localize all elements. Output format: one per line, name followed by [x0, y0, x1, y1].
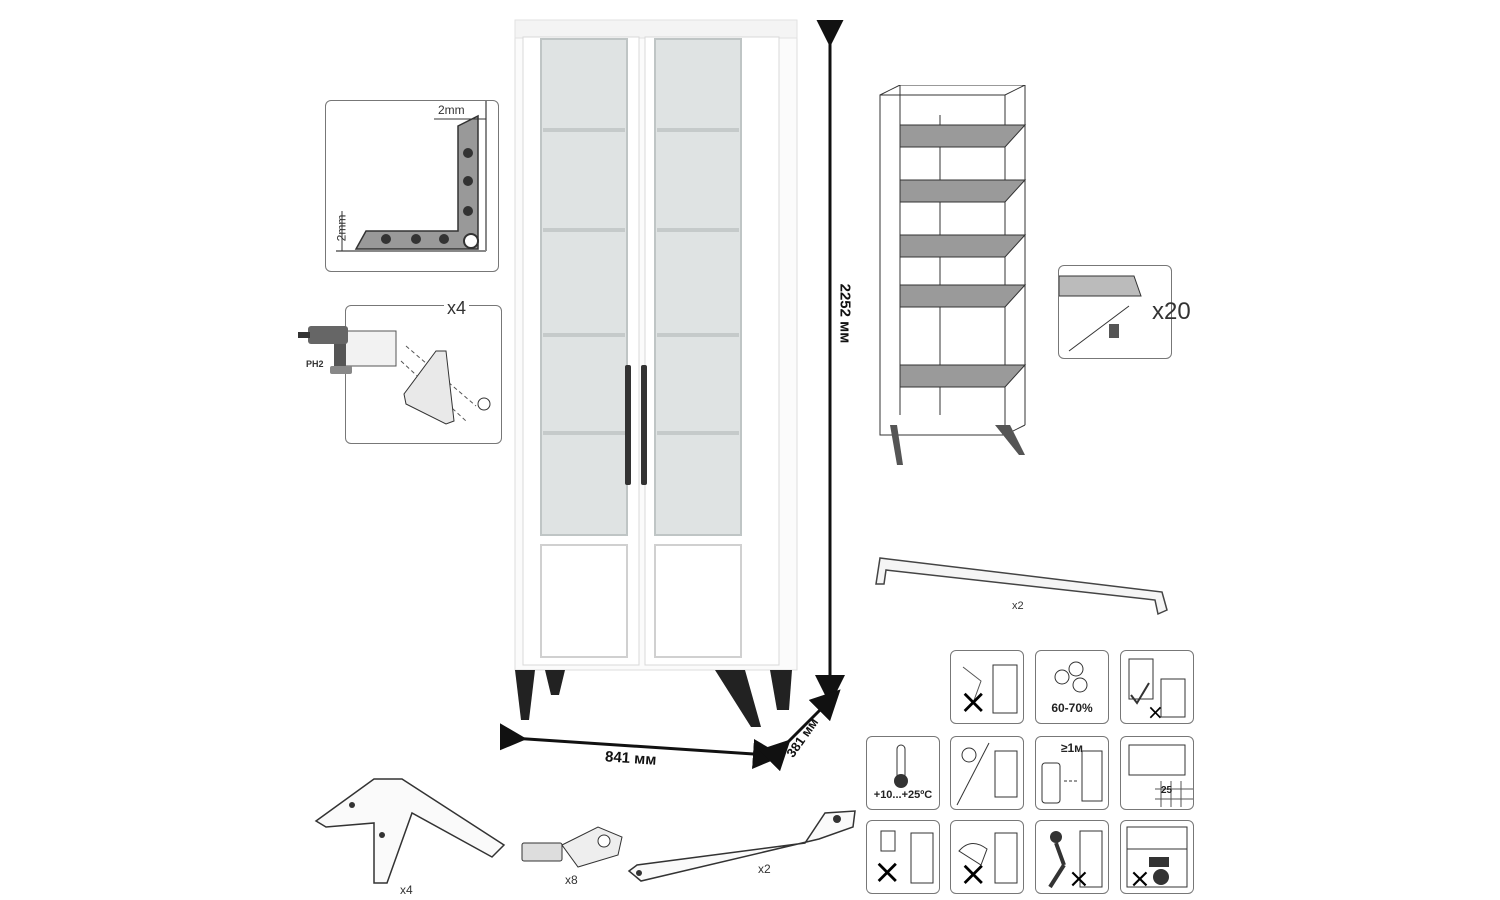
- no-water-icon: ×: [950, 650, 1024, 724]
- height-dimension-label: 2252 мм: [836, 283, 854, 344]
- no-sunlight-icon: [950, 736, 1024, 810]
- bracket-count-label: x2: [758, 862, 771, 876]
- load-label: 25: [1161, 785, 1173, 796]
- no-chemicals-icon: ×: [866, 820, 940, 894]
- hinge-illustration: [521, 826, 623, 868]
- shelf-support-count-label: x20: [1152, 298, 1191, 325]
- svg-text:×: ×: [1147, 700, 1164, 723]
- door-gap-detail-panel: 2mm 2mm: [325, 100, 499, 272]
- leg-count-label: x4: [444, 298, 470, 319]
- hinge-count-label: x8: [565, 873, 578, 887]
- cabinet-illustration: [514, 19, 798, 727]
- max-load-icon: ×: [1120, 820, 1194, 894]
- distance-label: ≥1м: [1060, 741, 1084, 755]
- humidity-label: 60-70%: [1051, 701, 1093, 715]
- shelf-support-detail-panel: [1058, 265, 1172, 359]
- bracket-illustration: [627, 810, 856, 882]
- no-abrasive-icon: ×: [950, 820, 1024, 894]
- leg-mounting-panel: x4: [340, 298, 502, 444]
- svg-text:×: ×: [1129, 864, 1151, 893]
- svg-text:×: ×: [873, 852, 902, 892]
- leg-mounting-illustration: [340, 330, 491, 425]
- shelf-installation-illustration: [879, 85, 1027, 465]
- no-climbing-icon: ×: [1035, 820, 1109, 894]
- wall-mount-icon: 25: [1120, 736, 1194, 810]
- svg-text:×: ×: [959, 854, 988, 893]
- door-adjust-icon: ×: [1120, 650, 1194, 724]
- heater-distance-icon: ≥1м: [1035, 736, 1109, 810]
- leg-part-count-label: x4: [400, 883, 413, 897]
- width-dimension-label: 841 мм: [604, 748, 657, 769]
- shelf-support-detail-illustration: [1058, 275, 1142, 352]
- screwdriver-icon: [298, 326, 352, 374]
- handle-count-label: x2: [1012, 600, 1024, 612]
- gap-top-label: 2mm: [438, 103, 465, 117]
- dimension-lines: [500, 20, 845, 772]
- svg-text:×: ×: [959, 682, 988, 722]
- temperature-label: +10...+25ºC: [873, 789, 933, 801]
- handle-illustration: [875, 557, 1168, 616]
- temperature-icon: +10...+25ºC: [866, 736, 940, 810]
- bit-label: PH2: [306, 359, 324, 369]
- leg-part-illustration: [314, 778, 506, 884]
- corner-plate-illustration: [336, 101, 487, 252]
- gap-side-label: 2mm: [334, 214, 349, 242]
- humidity-icon: 60-70%: [1035, 650, 1109, 724]
- svg-text:×: ×: [1068, 864, 1090, 893]
